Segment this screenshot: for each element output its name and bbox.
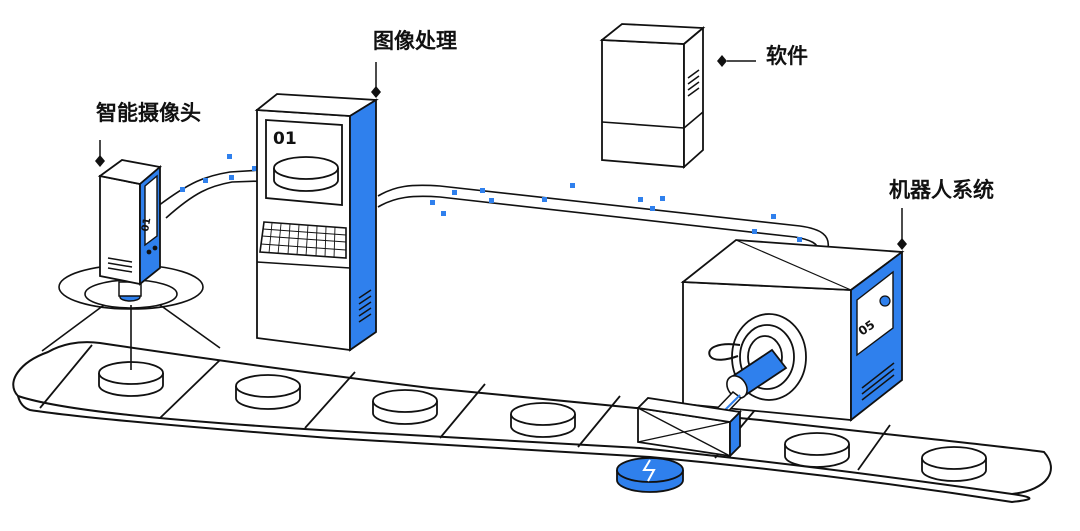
lightning-icon — [642, 459, 656, 482]
belt-edge — [17, 395, 1031, 504]
diamond-icon — [897, 238, 907, 250]
diamond-icon — [95, 155, 105, 167]
processor-side-panel — [349, 98, 377, 352]
product-disk-5 — [784, 432, 850, 468]
product-disk-2 — [235, 374, 301, 410]
robot-status-light — [879, 295, 891, 307]
smart-camera: 01 — [41, 140, 221, 370]
camera-vents — [107, 257, 133, 273]
diamond-icon — [717, 55, 727, 67]
robot-screen — [856, 270, 894, 357]
gripper-box — [636, 397, 742, 459]
label-software: 软件 — [766, 44, 808, 68]
label-smart-camera: 智能摄像头 — [96, 101, 201, 125]
software-box — [599, 23, 756, 170]
robot-system: 05 — [616, 208, 907, 493]
camera-code: 01 — [140, 217, 153, 233]
processor-screen-disk — [273, 156, 339, 192]
label-image-processing: 图像处理 — [373, 29, 457, 53]
diamond-icon — [371, 86, 381, 98]
label-robot-system: 机器人系统 — [889, 178, 994, 202]
processor-keyboard — [259, 221, 347, 259]
product-disk-4 — [510, 402, 576, 438]
data-particles — [180, 154, 802, 242]
image-processing-unit: 01 — [254, 62, 381, 352]
processor-code: 01 — [273, 129, 297, 149]
data-cables — [157, 169, 830, 251]
defective-disk — [616, 457, 684, 493]
conveyor-belt — [12, 341, 1052, 504]
product-disk-6 — [921, 446, 987, 482]
product-disk-3 — [372, 389, 438, 425]
